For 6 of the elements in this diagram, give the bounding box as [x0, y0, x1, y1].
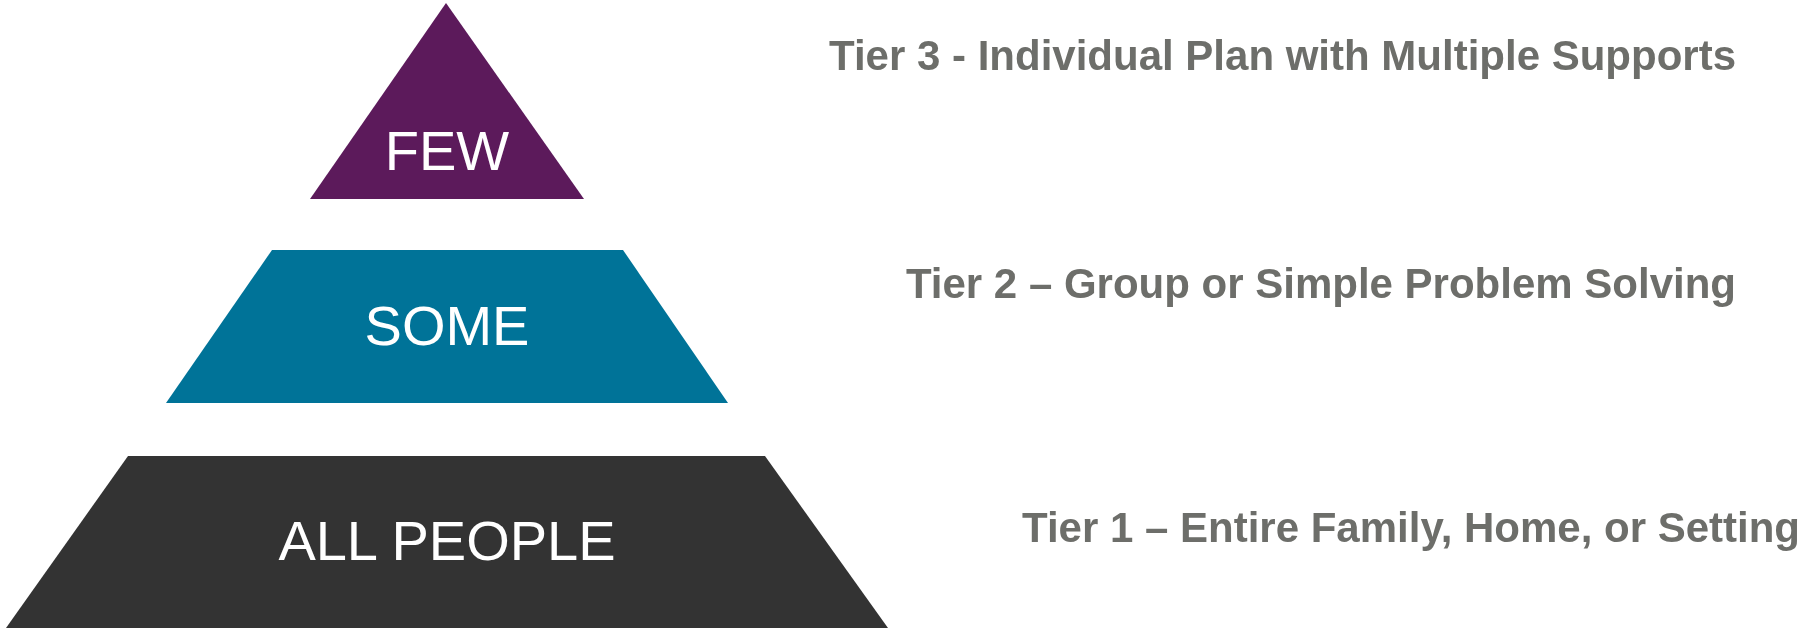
tier-description: Tier 3 - Individual Plan with Multiple Supports [829, 32, 1736, 80]
tier-label: FEW [384, 119, 510, 182]
tier-description: Tier 1 – Entire Family, Home, or Setting [1022, 504, 1800, 552]
tier-label: ALL PEOPLE [278, 509, 616, 572]
tier-label: SOME [364, 294, 530, 357]
tier-description: Tier 2 – Group or Simple Problem Solving [905, 260, 1736, 308]
